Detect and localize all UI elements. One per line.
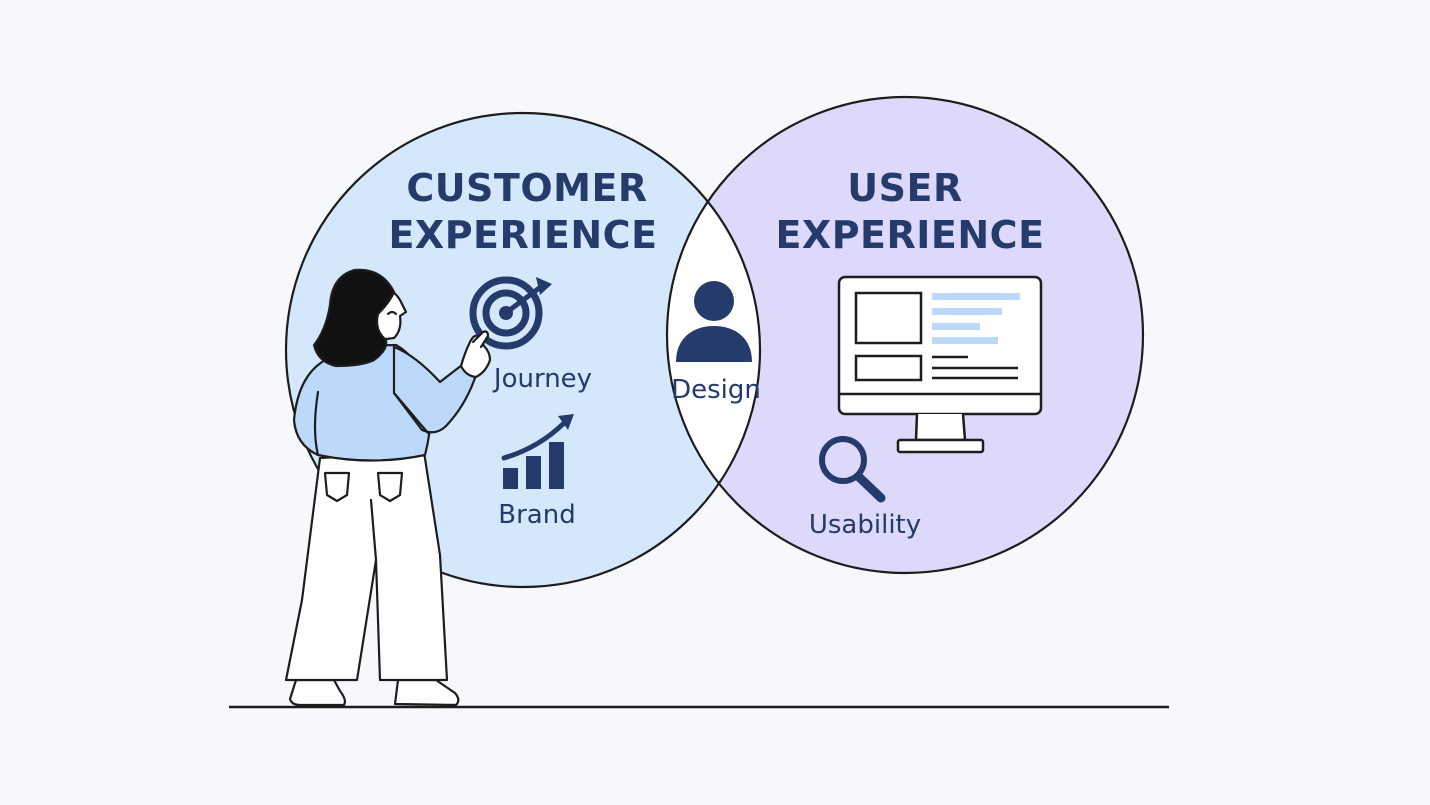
growth-chart-icon bbox=[501, 414, 574, 489]
raised-arm bbox=[392, 345, 478, 434]
left-shoe bbox=[288, 678, 346, 707]
person-icon bbox=[676, 281, 752, 362]
back-pocket-right bbox=[376, 471, 404, 503]
design-label: Design bbox=[671, 375, 761, 405]
magnifier-icon bbox=[819, 436, 886, 503]
customer-title-line1: CUSTOMER bbox=[406, 166, 647, 210]
pants bbox=[284, 450, 449, 682]
target-icon bbox=[469, 276, 552, 350]
monitor-icon bbox=[837, 275, 1043, 454]
hair bbox=[312, 268, 396, 368]
back-pocket-left bbox=[323, 471, 351, 503]
customer-title-line2: EXPERIENCE bbox=[388, 213, 657, 257]
right-shoe bbox=[393, 678, 460, 707]
journey-label: Journey bbox=[492, 364, 592, 394]
usability-label: Usability bbox=[809, 510, 921, 540]
user-title-line1: USER bbox=[847, 166, 962, 210]
user-title-line2: EXPERIENCE bbox=[775, 213, 1044, 257]
woman-pointing-illustration bbox=[284, 268, 492, 707]
brand-label: Brand bbox=[498, 500, 575, 530]
